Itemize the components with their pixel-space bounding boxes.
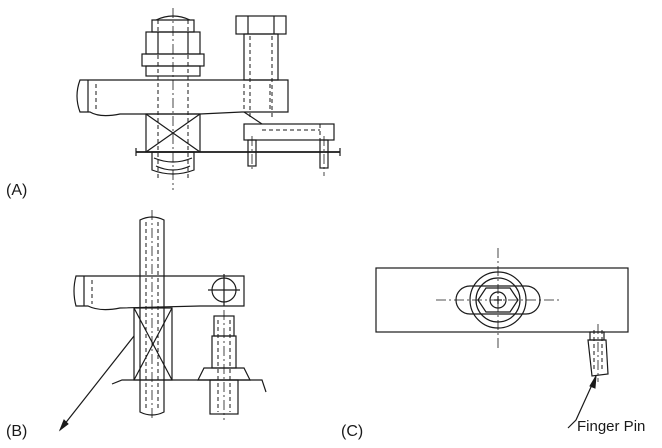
view-b-clamp-strap (73, 275, 245, 311)
view-a-spacer-block (145, 113, 201, 175)
view-a-clamp-strap (76, 79, 289, 117)
view-b-stud (139, 210, 165, 420)
view-b-heel-support (197, 310, 251, 420)
finger-pin-label: Finger Pin (577, 418, 646, 435)
view-a-stud-nuts (141, 8, 205, 190)
view-a-label: (A) (6, 182, 28, 199)
view-b-table-surface (111, 379, 267, 393)
view-a-drawing (76, 8, 341, 190)
view-c-label: (C) (341, 423, 364, 440)
view-a-heel-bolt (235, 15, 287, 120)
view-c-slot (455, 285, 541, 315)
view-b-drawing (58, 210, 267, 432)
view-c-clamp-plan (375, 267, 629, 333)
view-c-drawing (375, 248, 629, 429)
view-a-pin-plate (243, 111, 335, 176)
view-b-label: (B) (6, 423, 28, 440)
finger-pin (587, 324, 609, 382)
finger-pin-leader (567, 375, 597, 429)
view-b-leader (59, 335, 135, 431)
view-b-pivot (208, 274, 240, 306)
